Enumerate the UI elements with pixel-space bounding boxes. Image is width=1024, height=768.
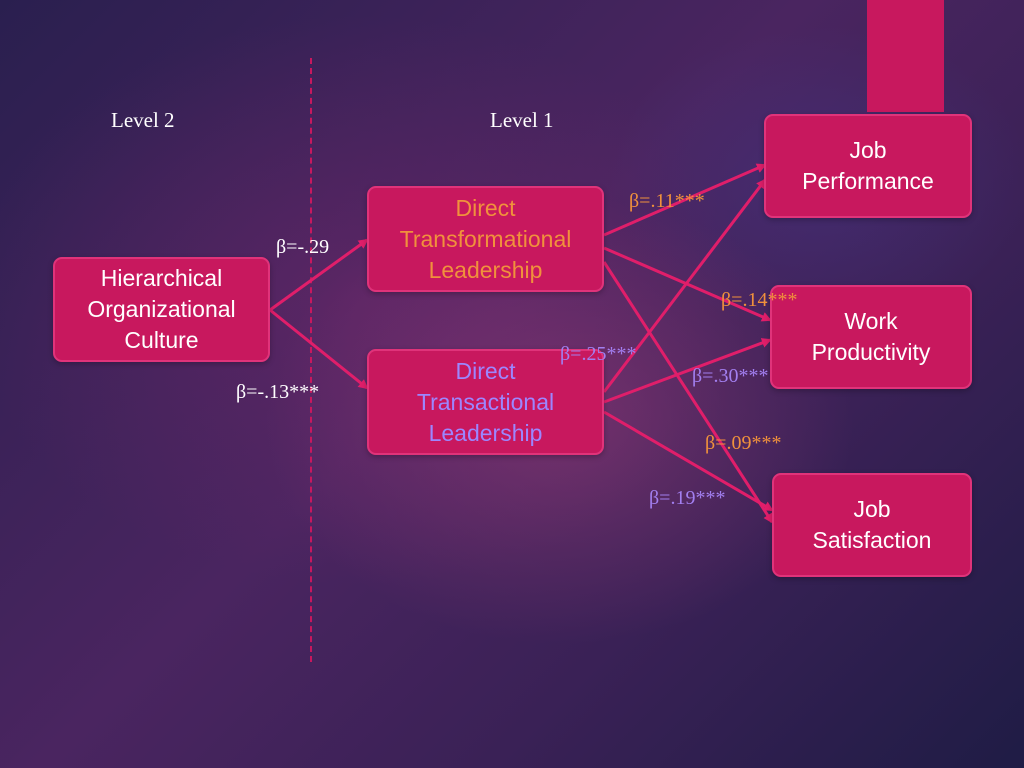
beta-culture-to-transformational: β=-.29 xyxy=(276,236,330,258)
arrow-transformational-to-job-performance xyxy=(603,163,767,237)
node-work-productivity-label: Work Productivity xyxy=(811,308,931,365)
node-direct-transactional-leadership-label: Direct Transactional Leadership xyxy=(416,357,555,446)
node-direct-transactional-leadership: Direct Transactional Leadership xyxy=(367,349,604,455)
beta-transformational-to-job-satisfaction: β=.09*** xyxy=(705,432,782,454)
level-divider-line xyxy=(310,58,312,662)
accent-bar xyxy=(867,0,944,112)
arrow-transformational-to-job-satisfaction xyxy=(602,261,774,524)
level-1-label: Level 1 xyxy=(490,108,554,132)
node-job-satisfaction-label: Job Satisfaction xyxy=(812,496,932,553)
arrow-transactional-to-job-performance xyxy=(602,178,767,393)
node-direct-transformational-leadership: Direct Transformational Leadership xyxy=(367,186,604,292)
beta-transactional-to-work-productivity: β=.30*** xyxy=(692,365,769,387)
node-job-performance: Job Performance xyxy=(764,114,972,218)
node-job-performance-label: Job Performance xyxy=(802,137,934,194)
node-direct-transformational-leadership-label: Direct Transformational Leadership xyxy=(399,194,572,283)
beta-transactional-to-job-performance: β=.25*** xyxy=(560,343,637,365)
beta-transformational-to-job-performance: β=.11*** xyxy=(629,190,705,212)
node-job-satisfaction: Job Satisfaction xyxy=(772,473,972,577)
node-hierarchical-organizational-culture: Hierarchical Organizational Culture xyxy=(53,257,270,362)
beta-transformational-to-work-productivity: β=.14*** xyxy=(721,289,798,311)
arrow-culture-to-transactional xyxy=(269,308,369,390)
arrow-culture-to-transformational xyxy=(269,238,369,312)
node-hierarchical-organizational-culture-label: Hierarchical Organizational Culture xyxy=(87,265,236,353)
arrow-transactional-to-job-satisfaction xyxy=(603,410,774,512)
arrow-transactional-to-work-productivity xyxy=(603,338,772,404)
beta-transactional-to-job-satisfaction: β=.19*** xyxy=(649,487,726,509)
beta-culture-to-transactional: β=-.13*** xyxy=(236,381,320,403)
level-2-label: Level 2 xyxy=(111,108,175,132)
node-work-productivity: Work Productivity xyxy=(770,285,972,389)
